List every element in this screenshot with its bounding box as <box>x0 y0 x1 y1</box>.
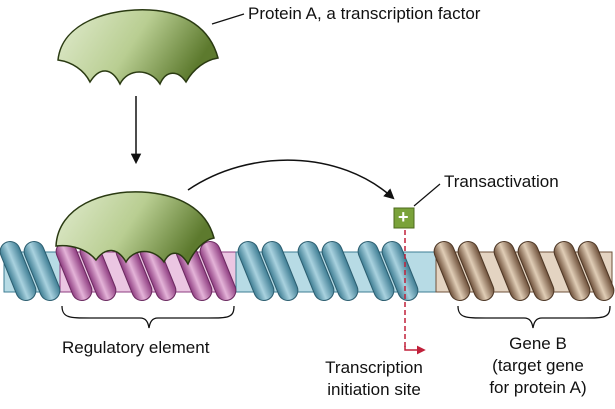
transactivation-arrow <box>187 159 395 200</box>
gene-b-label-line1: Gene B <box>509 334 567 353</box>
dna-helix-purple <box>55 241 237 301</box>
tss-arrow <box>404 345 426 355</box>
transactivation-plus-box <box>393 207 415 229</box>
regulatory-element-bracket <box>61 305 235 329</box>
protein-a-leader-line <box>211 13 245 25</box>
protein-a-label: Protein A, a transcription factor <box>248 4 481 23</box>
transactivation-label: Transactivation <box>444 172 559 191</box>
transactivation-leader-line <box>413 183 441 207</box>
protein-a-free <box>57 9 219 86</box>
plus-sign: + <box>398 207 409 227</box>
gene-b-label-line3: for protein A) <box>489 378 587 397</box>
gene-b-label-line2: (target gene <box>492 356 584 375</box>
regulatory-element-label: Regulatory element <box>62 338 210 357</box>
dna-helix-brown <box>433 241 615 301</box>
tss-label-line1: Transcription <box>325 358 423 377</box>
dna-helix-blue-mid <box>237 241 419 301</box>
gene-b-bracket <box>457 305 611 329</box>
tss-label-line2: initiation site <box>327 380 421 399</box>
dna-helix-blue-left <box>0 241 61 301</box>
protein-a-bound <box>55 191 215 266</box>
